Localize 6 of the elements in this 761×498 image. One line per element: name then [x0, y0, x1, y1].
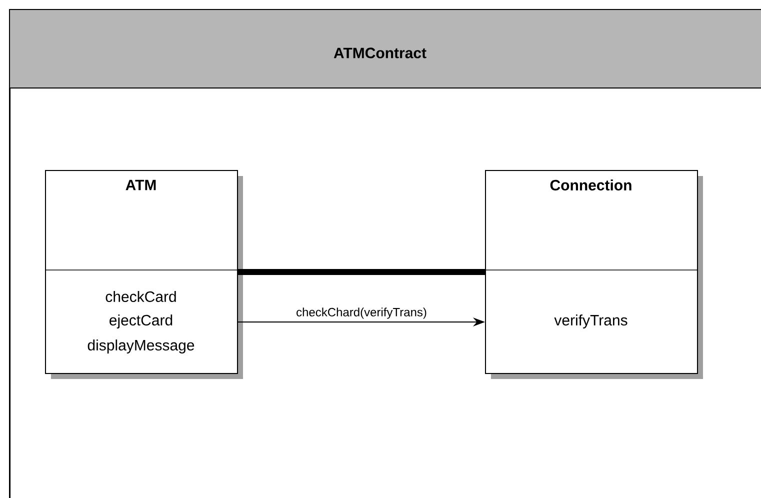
- class-box: Connection verifyTrans: [484, 170, 703, 379]
- title: ATMContract: [334, 48, 426, 58]
- frame: [8, 9, 761, 498]
- association-line: [238, 269, 485, 275]
- edge-label: checkChard(verifyTrans): [295, 306, 428, 320]
- class-box: ATM checkCard ejectCard displayMessage: [44, 170, 243, 379]
